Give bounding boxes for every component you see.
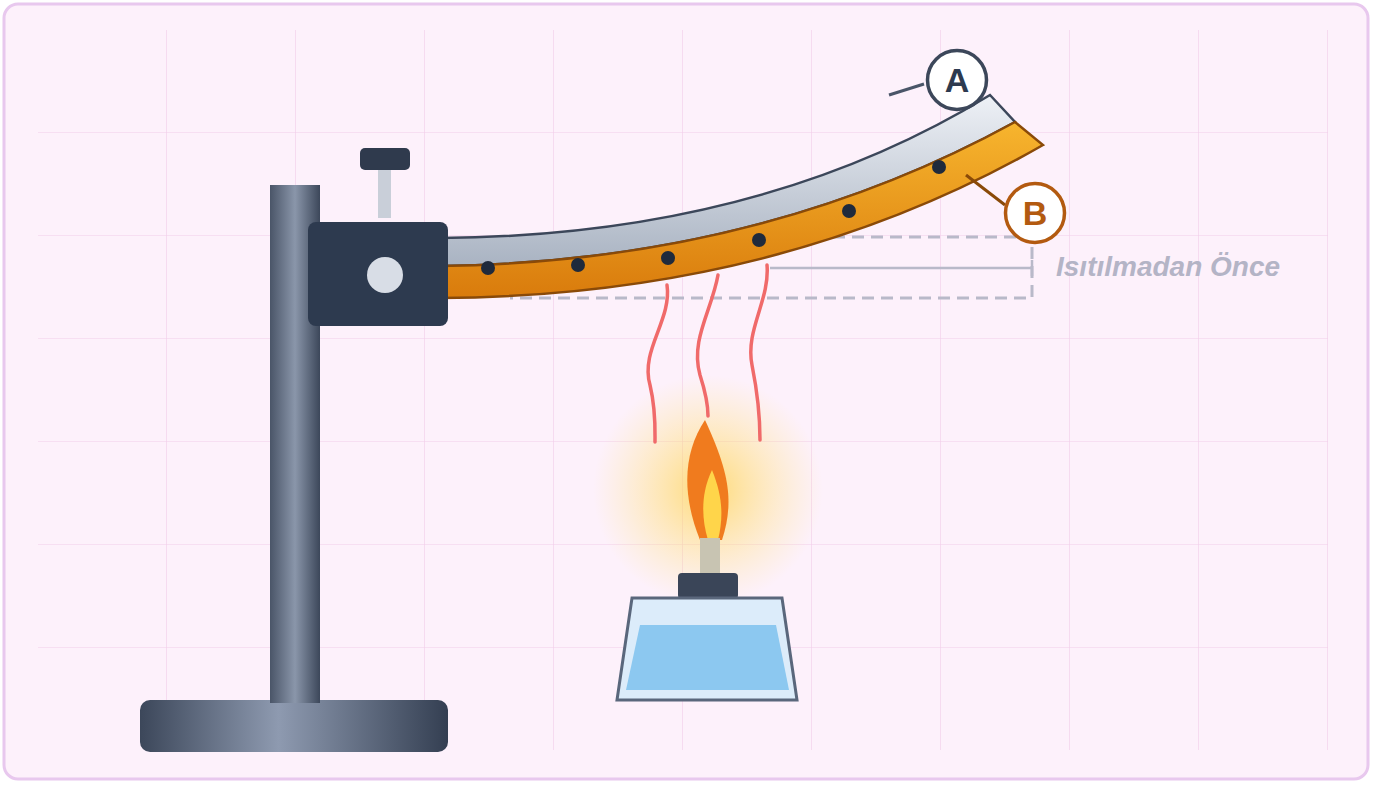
burner-cap (678, 573, 738, 599)
stand-base (140, 700, 448, 752)
clamp (308, 222, 448, 326)
callout-circle: A (925, 48, 989, 112)
before-leader (770, 260, 1032, 276)
state-label: Isıtılmadan Önce (1056, 251, 1280, 283)
heat-waves (648, 265, 767, 442)
flame (687, 420, 728, 540)
clamp-screw (378, 168, 391, 218)
clamp-knob (367, 257, 403, 293)
burner-body (617, 598, 797, 700)
grid (38, 30, 1328, 750)
screw-head (360, 148, 410, 170)
flame-core (703, 470, 721, 540)
callout-circle: B (1003, 181, 1067, 245)
background-panel (4, 4, 1368, 779)
callout-letter: B (1023, 196, 1048, 230)
metal-b-layer (440, 122, 1043, 298)
burner-liquid (626, 625, 789, 690)
wick (700, 538, 720, 575)
leader-line (889, 84, 924, 95)
callout-letter: A (945, 63, 970, 97)
rivets (481, 160, 946, 275)
leader-line (966, 175, 1005, 205)
